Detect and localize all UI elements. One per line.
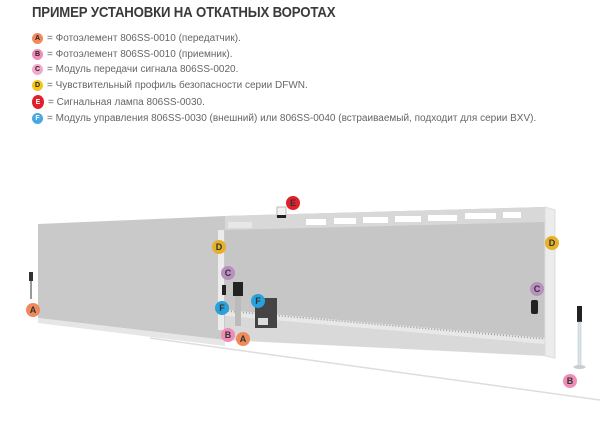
badge-e-icon: E bbox=[32, 95, 44, 109]
legend-item-b: B= Фотоэлемент 806SS-0010 (приемник). bbox=[32, 47, 536, 63]
marker-f: F bbox=[215, 301, 229, 315]
marker-d: D bbox=[545, 236, 559, 250]
marker-a: A bbox=[236, 332, 250, 346]
marker-b: B bbox=[221, 328, 235, 342]
badge-c-icon: C bbox=[32, 64, 43, 76]
legend-item-a: A= Фотоэлемент 806SS-0010 (передатчик). bbox=[32, 31, 536, 47]
marker-c: C bbox=[530, 282, 544, 296]
legend: A= Фотоэлемент 806SS-0010 (передатчик). … bbox=[32, 31, 536, 127]
badge-f-icon: F bbox=[32, 113, 43, 125]
page-title: ПРИМЕР УСТАНОВКИ НА ОТКАТНЫХ ВОРОТАХ bbox=[32, 4, 336, 21]
legend-item-f: F= Модуль управления 806SS-0030 (внешний… bbox=[32, 111, 536, 127]
marker-d: D bbox=[212, 240, 226, 254]
legend-item-c: C= Модуль передачи сигнала 806SS-0020. bbox=[32, 62, 536, 78]
marker-a: A bbox=[26, 303, 40, 317]
legend-item-d: D= Чувствительный профиль безопасности с… bbox=[32, 78, 536, 94]
marker-c: C bbox=[221, 266, 235, 280]
legend-item-e: E= Сигнальная лампа 806SS-0030. bbox=[32, 93, 536, 111]
marker-b: B bbox=[563, 374, 577, 388]
badge-b-icon: B bbox=[32, 48, 43, 60]
marker-f: F bbox=[251, 294, 265, 308]
badge-a-icon: A bbox=[32, 33, 43, 45]
marker-e: E bbox=[286, 196, 300, 210]
badge-d-icon: D bbox=[32, 79, 43, 91]
